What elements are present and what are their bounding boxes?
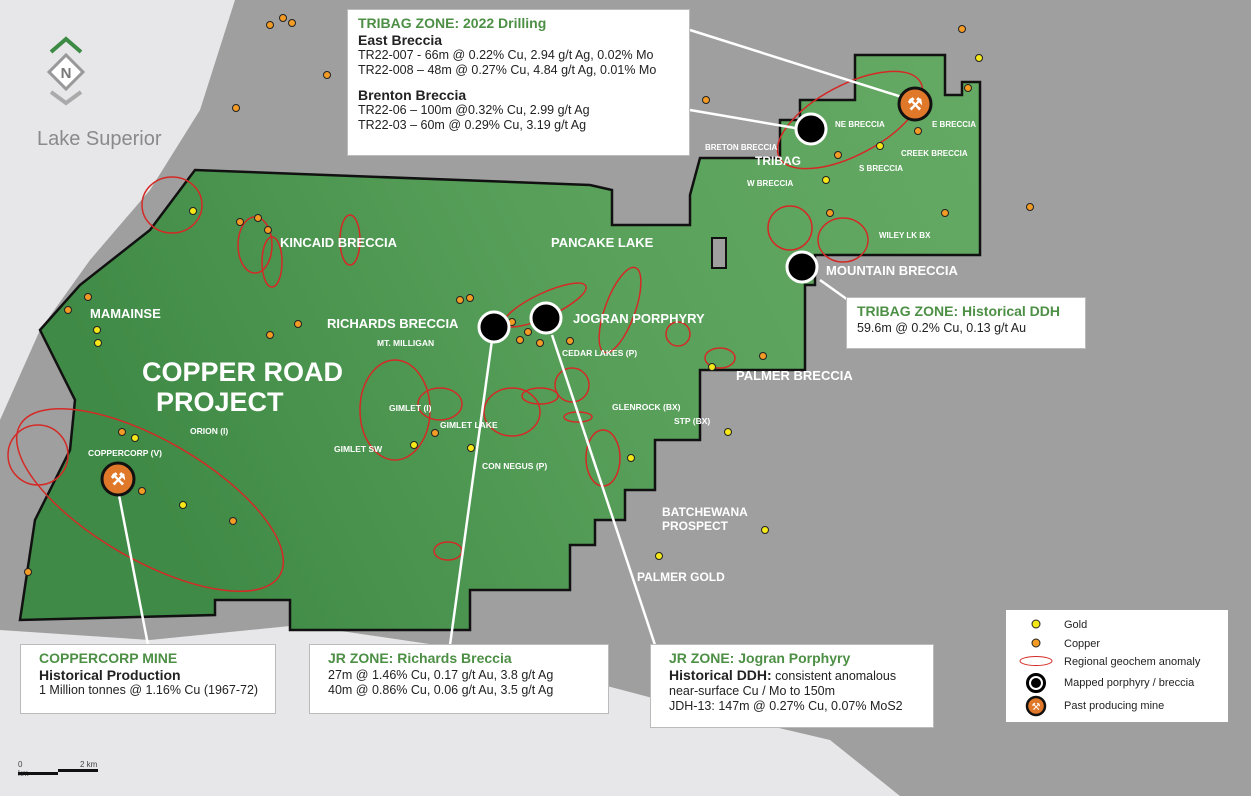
legend-gold: Gold <box>1064 619 1088 631</box>
callout-tribag-historical: TRIBAG ZONE: Historical DDH 59.6m @ 0.2%… <box>846 297 1086 349</box>
callout-line: 1 Million tonnes @ 1.16% Cu (1967-72) <box>39 683 259 697</box>
legend-copper: Copper <box>1064 638 1101 650</box>
svg-text:⚒: ⚒ <box>907 95 922 114</box>
label-gimlet: GIMLET (I) <box>389 403 432 413</box>
label-stp: STP (BX) <box>674 416 710 426</box>
richards-breccia-marker <box>477 310 511 344</box>
callout-title: TRIBAG ZONE: Historical DDH <box>857 303 1061 319</box>
callout-line: 59.6m @ 0.2% Cu, 0.13 g/t Au <box>857 321 1027 335</box>
label-tribag: TRIBAG <box>755 154 801 168</box>
callout-title: TRIBAG ZONE: 2022 Drilling <box>358 15 547 31</box>
jogran-porphyry-marker <box>529 301 563 335</box>
callout-line: TR22-03 – 60m @ 0.29% Cu, 3.19 g/t Ag <box>358 118 587 132</box>
mountain-breccia-marker <box>785 250 819 284</box>
svg-text:⚒: ⚒ <box>110 470 125 489</box>
callout-line: 27m @ 1.46% Cu, 0.17 g/t Au, 3.8 g/t Ag <box>328 668 554 682</box>
callout-richards: JR ZONE: Richards Breccia 27m @ 1.46% Cu… <box>309 644 609 714</box>
callout-line: TR22-008 – 48m @ 0.27% Cu, 4.84 g/t Ag, … <box>358 63 657 77</box>
label-wiley: WILEY LK BX <box>879 231 931 240</box>
callout-title: JR ZONE: Jogran Porphyry <box>669 650 851 666</box>
label-ne-breccia: NE BRECCIA <box>835 120 885 129</box>
callout-heading: Historical DDH: <box>669 667 772 683</box>
porphyry-breccia-markers <box>477 112 828 344</box>
lake-superior-label: Lake Superior <box>37 128 162 150</box>
label-cedar: CEDAR LAKES (P) <box>562 348 637 358</box>
label-mountain: MOUNTAIN BRECCIA <box>826 263 959 278</box>
callout-title: COPPERCORP MINE <box>39 650 178 666</box>
callout-title: JR ZONE: Richards Breccia <box>328 650 512 666</box>
mine-icon <box>1025 695 1047 717</box>
label-s-breccia: S BRECCIA <box>859 164 903 173</box>
north-arrow-logo: N <box>46 36 86 106</box>
label-breton: BRETON BRECCIA <box>705 143 778 152</box>
copper-occurrences <box>24 14 1034 576</box>
scale-zero: 0 km <box>18 760 29 778</box>
label-jogran: JOGRAN PORPHYRY <box>573 311 705 326</box>
label-coppercorp: COPPERCORP (V) <box>88 448 162 458</box>
label-e-breccia: E BRECCIA <box>932 120 976 129</box>
project-title-line1: COPPER ROAD <box>142 357 343 387</box>
callout-line: TR22-06 – 100m @0.32% Cu, 2.99 g/t Ag <box>358 103 590 117</box>
legend-anomaly: Regional geochem anomaly <box>1064 656 1201 668</box>
gold-occurrences <box>93 54 983 560</box>
callout-line: near-surface Cu / Mo to 150m <box>669 684 836 698</box>
north-label: N <box>61 65 72 82</box>
label-palmer-gold: PALMER GOLD <box>637 570 725 584</box>
copper-icon <box>1031 638 1041 648</box>
label-w-breccia: W BRECCIA <box>747 179 793 188</box>
label-palmer-breccia: PALMER BRECCIA <box>736 368 853 383</box>
anomaly-icon <box>1019 656 1053 666</box>
callout-heading: Brenton Breccia <box>358 87 467 103</box>
label-con-negus: CON NEGUS (P) <box>482 461 547 471</box>
label-orion: ORION (I) <box>190 426 228 436</box>
label-gimlet-sw: GIMLET SW <box>334 444 383 454</box>
gold-icon <box>1031 619 1041 629</box>
breton-breccia-marker <box>794 112 828 146</box>
callout-tribag-2022: TRIBAG ZONE: 2022 Drilling East Breccia … <box>347 9 690 156</box>
label-creek: CREEK BRECCIA <box>901 149 968 158</box>
callout-heading: East Breccia <box>358 32 443 48</box>
label-prospect: PROSPECT <box>662 519 729 533</box>
callout-line: 40m @ 0.86% Cu, 0.06 g/t Au, 3.5 g/t Ag <box>328 683 554 697</box>
callout-jogran: JR ZONE: Jogran Porphyry Historical DDH:… <box>650 644 934 728</box>
label-richards: RICHARDS BRECCIA <box>327 316 459 331</box>
label-glenrock: GLENROCK (BX) <box>612 402 681 412</box>
callout-heading: Historical Production <box>39 667 181 683</box>
callout-line: consistent anomalous <box>771 669 897 683</box>
label-batchewana: BATCHEWANA <box>662 505 748 519</box>
property-inlier <box>711 237 727 269</box>
legend-symbols: ⚒ <box>1019 619 1053 717</box>
svg-text:⚒: ⚒ <box>1032 702 1041 713</box>
label-pancake: PANCAKE LAKE <box>551 235 654 250</box>
callout-line: JDH-13: 147m @ 0.27% Cu, 0.07% MoS2 <box>669 699 903 713</box>
project-title-line2: PROJECT <box>156 387 284 417</box>
legend: ⚒ Gold Copper Regional geochem anomaly M… <box>1006 610 1228 722</box>
callout-coppercorp: COPPERCORP MINE Historical Production 1 … <box>20 644 276 714</box>
map-labels: KINCAID BRECCIA PANCAKE LAKE MAMAINSE RI… <box>88 120 976 584</box>
past-producing-mines: ⚒ ⚒ <box>100 86 933 497</box>
label-kincaid: KINCAID BRECCIA <box>280 235 398 250</box>
callout-line: TR22-007 - 66m @ 0.22% Cu, 2.94 g/t Ag, … <box>358 48 654 62</box>
label-mamainse: MAMAINSE <box>90 306 161 321</box>
scale-two: 2 km <box>80 760 98 769</box>
mine-icon <box>897 86 933 122</box>
mine-icon <box>100 461 136 497</box>
legend-mine: Past producing mine <box>1064 700 1165 712</box>
label-gimlet-lake: GIMLET LAKE <box>440 420 498 430</box>
label-milligan: MT. MILLIGAN <box>377 338 434 348</box>
legend-porphyry: Mapped porphyry / breccia <box>1064 677 1195 689</box>
